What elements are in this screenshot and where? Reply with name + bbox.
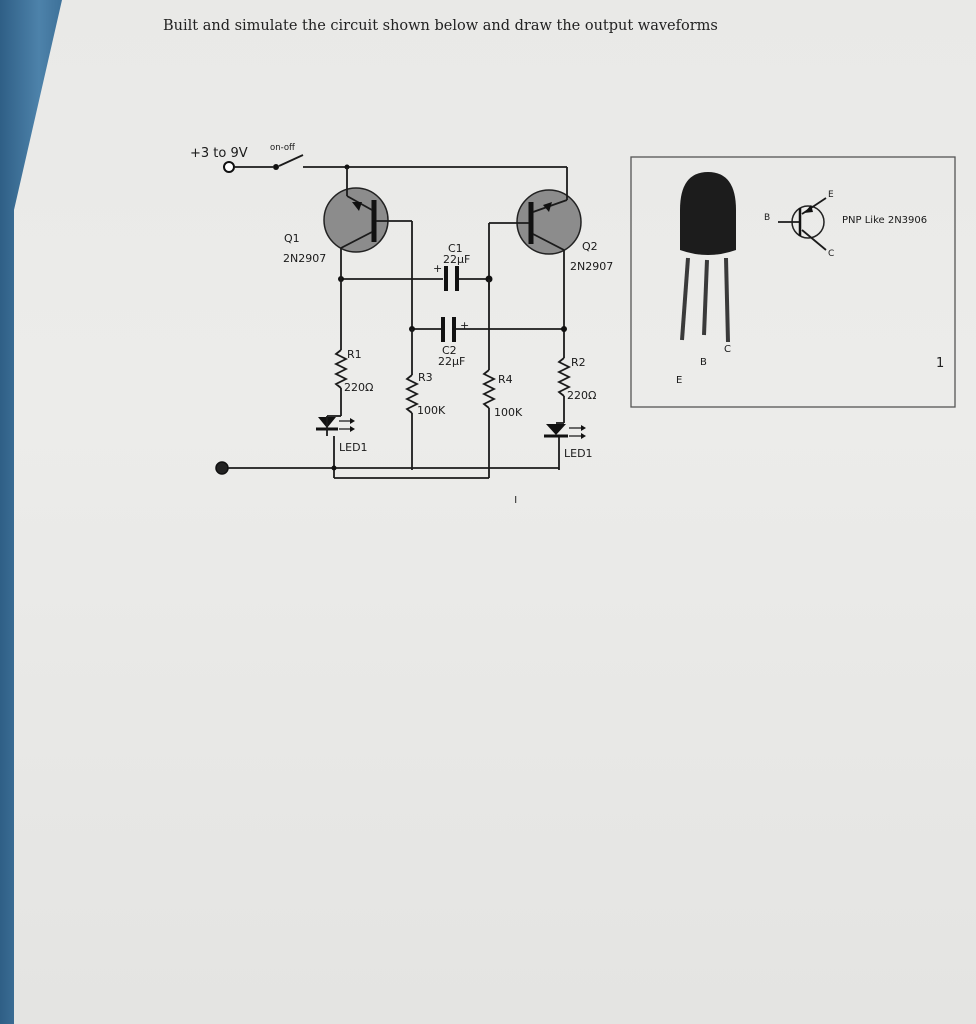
- transistor-package: [680, 172, 736, 255]
- r3-ref: R3: [418, 371, 433, 384]
- worksheet-paper: [14, 0, 976, 1024]
- c2-ref: C2: [442, 344, 457, 357]
- q1-ref: Q1: [284, 232, 300, 245]
- ground-terminal: [215, 461, 229, 475]
- r2-resistor: [556, 357, 572, 397]
- q2-transistor: [516, 189, 582, 255]
- switch-contact: [273, 164, 279, 170]
- c1-value: 22µF: [443, 253, 470, 266]
- switch-label: on-off: [270, 143, 296, 153]
- led1-right-label: LED1: [564, 447, 593, 460]
- r1-resistor: [333, 349, 349, 389]
- r3-value: 100K: [417, 404, 446, 417]
- symbol-c-label: C: [828, 249, 834, 259]
- led1-right-diode: [546, 424, 566, 435]
- leg-e-label: E: [676, 375, 682, 386]
- supply-terminal: [223, 161, 235, 173]
- q1-transistor: [323, 187, 389, 253]
- pinout-box: [630, 156, 956, 408]
- c1-capacitor: [444, 266, 448, 291]
- c1-ref: C1: [448, 242, 463, 255]
- led1-left-label: LED1: [339, 441, 368, 454]
- c2-plus: +: [460, 319, 469, 332]
- q2-ref: Q2: [582, 240, 598, 253]
- symbol-b-label: B: [764, 213, 770, 223]
- instruction-text: Built and simulate the circuit shown bel…: [163, 18, 718, 34]
- q1-part: 2N2907: [283, 252, 326, 265]
- c2-capacitor: [441, 317, 445, 342]
- r4-value: 100K: [494, 406, 523, 419]
- c2-value: 22µF: [438, 355, 465, 368]
- page-number: 1: [936, 356, 945, 371]
- r1-value: 220Ω: [344, 381, 373, 394]
- r4-ref: R4: [498, 373, 513, 386]
- leg-c-label: C: [724, 344, 731, 355]
- q2-part: 2N2907: [570, 260, 613, 273]
- r3-resistor: [404, 374, 420, 414]
- symbol-e-label: E: [828, 190, 834, 200]
- r4-resistor: [481, 369, 497, 409]
- leg-b-label: B: [700, 357, 707, 368]
- pinout-title: PNP Like 2N3906: [842, 215, 927, 226]
- c1-plus: +: [433, 262, 442, 275]
- supply-label: +3 to 9V: [190, 146, 248, 161]
- r2-ref: R2: [571, 356, 586, 369]
- on-off-switch: [278, 154, 304, 167]
- r1-ref: R1: [347, 348, 362, 361]
- stray-mark: ı: [514, 492, 518, 506]
- r2-value: 220Ω: [567, 389, 596, 402]
